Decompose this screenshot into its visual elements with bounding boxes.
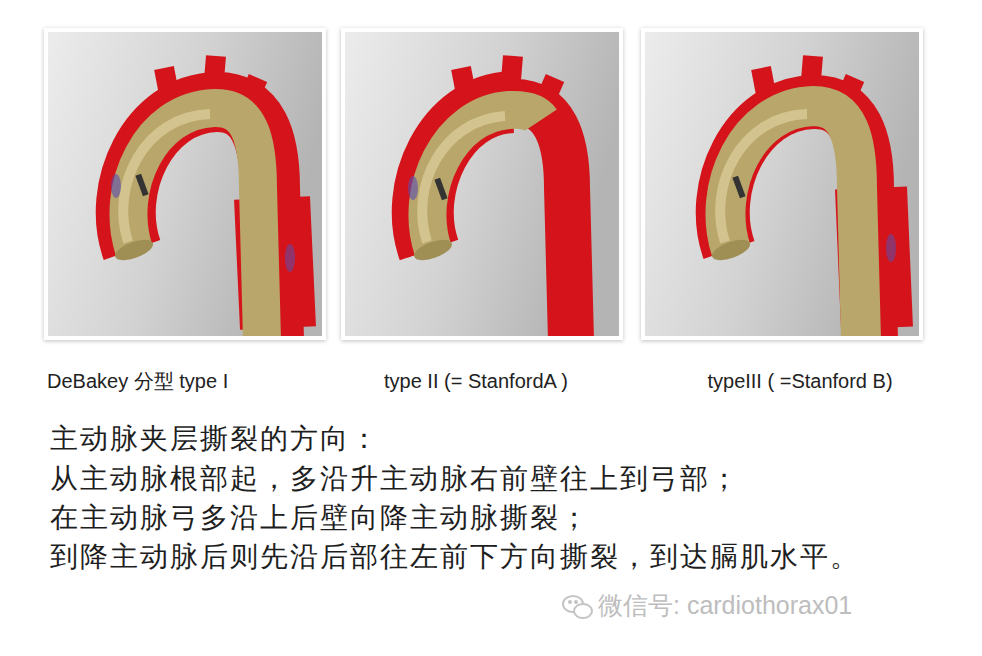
panel-caption: DeBakey 分型 type I <box>47 368 228 394</box>
wechat-icon <box>563 596 592 618</box>
diagram-panel: type II (= StanfordA ) <box>341 28 623 400</box>
watermark: 微信号: cardiothorax01 <box>598 590 852 620</box>
diagram-panel: DeBakey 分型 type I <box>44 28 326 400</box>
heading-text: 主动脉夹层撕裂的方向： <box>50 422 380 456</box>
panel-caption: typeIII ( =Stanford B) <box>707 368 892 394</box>
type-three-panel <box>641 28 923 340</box>
diagram-panel: typeIII ( =Stanford B) <box>641 28 923 400</box>
body-text: 从主动脉根部起，多沿升主动脉右前壁往上到弓部； <box>50 462 740 496</box>
body-text: 在主动脉弓多沿上后壁向降主动脉撕裂； <box>50 501 590 535</box>
type-two-panel <box>341 28 623 340</box>
body-text: 到降主动脉后则先沿后部往左前下方向撕裂，到达膈肌水平。 <box>50 540 860 574</box>
panel-caption: type II (= StanfordA ) <box>384 368 568 394</box>
type-one-panel <box>44 28 326 340</box>
